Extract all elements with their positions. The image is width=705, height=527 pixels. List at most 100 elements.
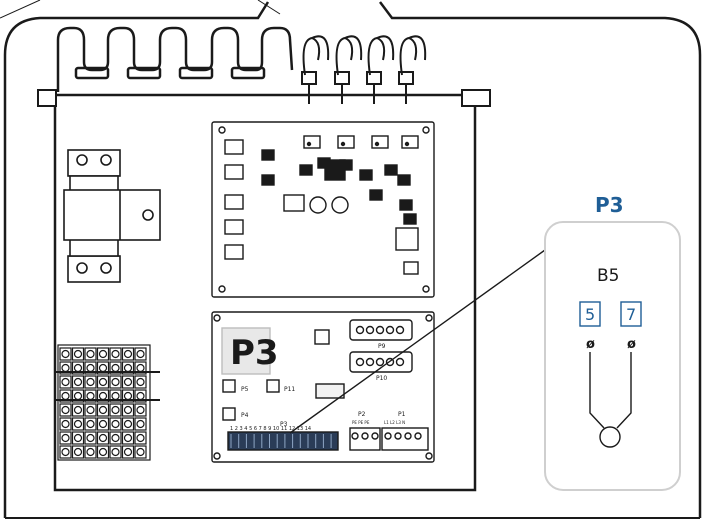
smd-part	[403, 261, 419, 275]
pin	[375, 357, 385, 367]
smd-part	[224, 194, 244, 210]
terminal-cell	[121, 361, 135, 375]
smd-part	[224, 139, 244, 155]
p3-board-label: P3	[230, 333, 279, 373]
cable-loops	[56, 26, 294, 92]
terminal-cell	[59, 417, 72, 431]
terminal-cell	[109, 389, 122, 403]
terminal-cell	[134, 417, 147, 431]
terminal-screw	[73, 433, 83, 443]
ic-chip	[397, 174, 411, 186]
terminal-screw	[404, 432, 412, 440]
terminal-cell	[134, 389, 147, 403]
terminal-cell	[109, 375, 122, 389]
p2-pins: PE PE PE	[352, 420, 370, 425]
terminal-block	[55, 344, 160, 461]
p3-small-label: P3	[280, 421, 288, 428]
ic-chip	[399, 199, 413, 211]
terminal-cell	[84, 403, 97, 417]
terminal-screw	[371, 432, 379, 440]
ic-chip	[384, 164, 398, 176]
terminal-screw	[111, 447, 120, 457]
pin	[355, 357, 365, 367]
terminal-cell	[134, 375, 147, 389]
pin	[375, 325, 385, 335]
terminal-cell	[109, 361, 122, 375]
terminal-cell	[59, 431, 72, 445]
p9-label: P9	[378, 343, 386, 350]
terminal-screw	[86, 447, 95, 457]
terminal-screw	[123, 419, 133, 429]
terminal-cell	[96, 417, 110, 431]
p1-label: P1	[398, 411, 406, 418]
terminal-cell	[134, 403, 147, 417]
terminal-cell	[121, 347, 135, 361]
terminal-cell	[121, 375, 135, 389]
smd-part	[283, 194, 305, 212]
terminal-numbers: 1 2 3 4 5 6 7 8 9 10 11 12 13 14	[230, 426, 311, 432]
transformer	[395, 227, 419, 251]
terminal-cell	[134, 361, 147, 375]
terminal-screw	[98, 419, 108, 429]
terminal-screw	[73, 349, 83, 359]
terminal-cell	[71, 375, 85, 389]
mount-hole	[213, 314, 221, 322]
relay-pad	[337, 135, 355, 149]
p11-label: P11	[284, 386, 295, 393]
pad-dot	[340, 141, 346, 147]
terminal-screw	[123, 433, 133, 443]
pin	[365, 357, 375, 367]
sensor-label: B5	[597, 266, 619, 286]
sensor-wires	[589, 352, 632, 429]
terminal-cell	[71, 417, 85, 431]
terminal-cell	[96, 403, 110, 417]
callout-leader-line	[289, 249, 546, 434]
terminal-screw	[384, 432, 392, 440]
callout-title: P3	[595, 193, 624, 217]
right-mount-clip	[461, 89, 491, 107]
terminal-5-box	[579, 301, 601, 327]
terminal-screw	[123, 447, 133, 457]
terminal-screw	[111, 433, 120, 443]
terminal-cell	[96, 375, 110, 389]
terminal-screw	[136, 377, 145, 387]
terminal-cell	[109, 347, 122, 361]
terminal-cell	[96, 361, 110, 375]
terminal-screw	[123, 377, 133, 387]
smd-part	[224, 219, 244, 235]
callout-panel	[544, 221, 681, 491]
p5-label: P5	[241, 386, 249, 393]
left-mount-clip	[37, 89, 57, 107]
pin	[385, 325, 395, 335]
relay-bracket	[63, 149, 161, 283]
pin	[395, 325, 405, 335]
terminal-screw	[111, 349, 120, 359]
p1-pins: L1 L2 L3 N	[384, 420, 405, 425]
housing-outline	[3, 1, 702, 518]
terminal-screw	[61, 419, 70, 429]
ic-chip	[359, 169, 373, 181]
housing-top-edge	[0, 0, 281, 19]
terminal-cell	[134, 431, 147, 445]
ic-chip	[369, 189, 383, 201]
terminal-cell	[59, 445, 72, 459]
terminal-cell	[134, 445, 147, 459]
terminal-cell	[71, 361, 85, 375]
wire-mark-7: ø	[627, 337, 636, 352]
terminal-cell	[59, 375, 72, 389]
terminal-cell	[121, 417, 135, 431]
sensor-symbol	[599, 426, 621, 448]
terminal-cell	[109, 403, 122, 417]
mount-hole	[425, 452, 433, 460]
ic-chip	[299, 164, 313, 176]
terminal-screw	[73, 377, 83, 387]
terminal-screw	[73, 405, 83, 415]
pad-dot	[306, 141, 312, 147]
lower-pcb	[211, 311, 435, 463]
mcu-chip	[324, 159, 346, 181]
terminal-cell	[84, 375, 97, 389]
wire-mark-5: ø	[586, 337, 595, 352]
terminal-screw	[111, 377, 120, 387]
terminal-screw	[123, 405, 133, 415]
